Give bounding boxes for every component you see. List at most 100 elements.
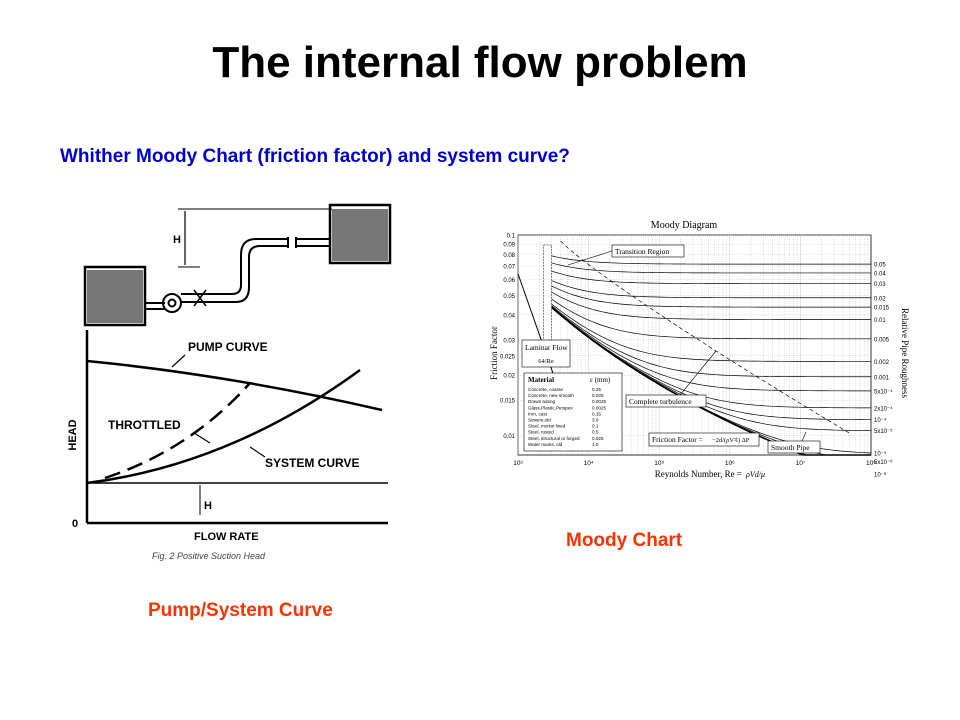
moody-roughness-labels: 0.050.040.030.020.0150.010.0050.0020.001…	[874, 263, 893, 479]
roughness-label: 5x10⁻⁵	[874, 428, 893, 435]
moody-right-axis-label: Relative Pipe Roughness	[900, 308, 910, 398]
pump-curve-plot	[85, 330, 388, 525]
throttled-leader	[193, 432, 211, 444]
roughness-label: 0.05	[874, 263, 886, 269]
moody-x-axis-formula: ρVd/μ	[745, 470, 765, 479]
material-name: Steel, rusted	[528, 430, 554, 435]
system-curve-leader	[249, 446, 266, 458]
roughness-curve	[551, 255, 871, 265]
roughness-label: 0.02	[874, 296, 886, 302]
y-tick-label: 0.08	[503, 253, 515, 259]
roughness-label: 0.002	[874, 360, 890, 366]
upper-tank-water	[332, 209, 388, 261]
transition-arrow	[567, 250, 613, 266]
moody-title: Moody Diagram	[651, 220, 718, 231]
slide-title: The internal flow problem	[212, 38, 748, 87]
smooth-pipe-curve	[551, 306, 871, 456]
roughness-curve	[551, 305, 872, 378]
x-tick-label: 10⁶	[725, 460, 735, 467]
moody-ticks: 0.10.090.080.070.060.050.040.030.0250.02…	[500, 234, 876, 468]
smooth-pipe-label: Smooth Pipe	[771, 443, 810, 452]
moody-y-axis-label: Friction Factor	[489, 326, 499, 380]
laminar-box	[521, 339, 571, 368]
material-epsilon: 0.025	[592, 393, 604, 398]
y-tick-label: 0.1	[507, 234, 516, 240]
roughness-curve	[551, 262, 871, 274]
material-name: Steel, structural or forged	[528, 436, 580, 441]
roughness-label: 2x10⁻⁴	[874, 405, 893, 412]
discharge-pipe-end	[287, 237, 330, 248]
throttled-label: THROTTLED	[108, 418, 181, 432]
roughness-curve	[551, 306, 871, 392]
transition-callout: Transition Region	[567, 244, 685, 266]
origin-label: 0	[72, 518, 78, 530]
complete-turbulence-label: Complete turbulence	[629, 397, 692, 406]
moody-x-axis-label: Reynolds Number, Re =	[655, 469, 742, 479]
y-tick-label: 0.03	[503, 338, 515, 344]
material-name: Concrete, coarse	[528, 387, 563, 392]
material-header: Material	[528, 376, 554, 384]
pipe-schematic	[83, 203, 392, 327]
roughness-label: 0.015	[874, 306, 890, 312]
roughness-curve	[551, 291, 871, 320]
material-epsilon: 0.5	[592, 430, 599, 435]
roughness-curve	[551, 303, 871, 362]
complete-turbulence-callout: Complete turbulence	[625, 350, 717, 408]
roughness-label: 0.005	[874, 337, 890, 343]
transition-label: Transition Region	[615, 247, 669, 256]
turbulence-arrow	[679, 350, 717, 396]
figure-caption: Fig. 2 Positive Suction Head	[152, 551, 266, 561]
smooth-pipe-arrow	[801, 431, 807, 442]
smooth-pipe-box	[767, 440, 821, 454]
valve-icon	[193, 289, 207, 307]
x-tick-label: 10⁸	[866, 460, 876, 467]
friction-factor-label: Friction Factor =	[652, 435, 703, 444]
roughness-label: 5x10⁻⁶	[874, 459, 893, 466]
material-epsilon: 1.0	[592, 442, 599, 447]
system-curve-label: SYSTEM CURVE	[265, 456, 359, 470]
roughness-curve	[551, 298, 871, 340]
epsilon-header: ε (mm)	[590, 376, 611, 384]
laminar-callout: Laminar Flow 64/Re	[521, 339, 571, 368]
caption-pump-system: Pump/System Curve	[148, 600, 333, 621]
material-epsilon: 0.15	[592, 411, 601, 416]
roughness-curve	[551, 306, 872, 409]
y-tick-label: 0.025	[500, 354, 516, 360]
material-name: Drawn tubing	[528, 399, 556, 404]
y-tick-label: 0.01	[503, 434, 515, 440]
x-tick-label: 10⁷	[796, 460, 806, 467]
friction-factor-formula: −2d/(ρV²l) ΔP	[712, 437, 750, 444]
suction-head-marker: H	[204, 500, 212, 512]
roughness-label: 10⁻⁶	[874, 471, 887, 478]
discharge-pipe	[181, 238, 288, 303]
roughness-label: 0.001	[874, 375, 890, 381]
caption-moody-chart: Moody Chart	[566, 530, 683, 551]
system-curve	[86, 368, 361, 485]
material-name: Water mains, old	[528, 442, 563, 447]
turbulence-box	[625, 394, 707, 408]
roughness-curve	[551, 280, 871, 299]
suction-pipe	[145, 302, 165, 310]
friction-factor-box	[648, 432, 760, 447]
complete-turbulence-boundary	[560, 240, 850, 434]
y-tick-label: 0.07	[503, 265, 515, 271]
y-tick-label: 0.05	[503, 294, 515, 300]
pump	[162, 293, 182, 313]
pump-system-figure: H PUMP CURVE THROTTLED SYSTEM CURVE HEAD…	[67, 203, 392, 561]
y-tick-label: 0.02	[503, 374, 515, 380]
y-tick-label: 0.09	[503, 243, 515, 249]
transition-region	[543, 244, 552, 357]
laminar-formula: 64/Re	[538, 358, 554, 365]
roughness-curve	[551, 285, 871, 308]
y-tick-label: 0.06	[503, 278, 515, 284]
y-axis-label: HEAD	[67, 419, 79, 450]
material-epsilon: 0.0025	[592, 399, 606, 404]
roughness-label: 0.03	[874, 282, 886, 288]
laminar-label: Laminar Flow	[525, 343, 568, 352]
friction-factor-callout: Friction Factor = −2d/(ρV²l) ΔP	[648, 432, 760, 447]
moody-chart: Moody Diagram Friction Factor Relative P…	[489, 220, 910, 479]
x-axis-label: FLOW RATE	[194, 531, 259, 543]
material-epsilon: 0.0025	[592, 405, 606, 410]
